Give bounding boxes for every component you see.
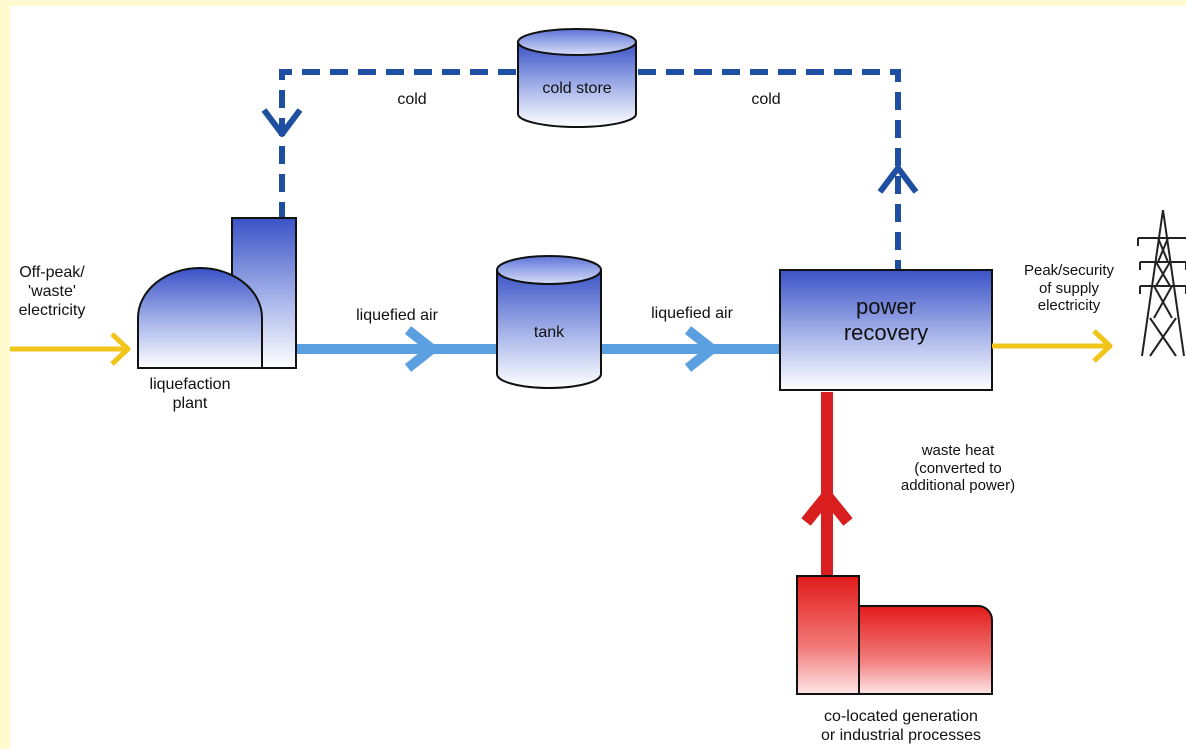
liquefaction-plant bbox=[137, 217, 297, 369]
diagram-canvas: Off-peak/ 'waste' electricity liquefacti… bbox=[10, 6, 1186, 749]
cold-store-label: cold store bbox=[542, 80, 612, 97]
output-electricity-label: Peak/security of supply electricity bbox=[1023, 262, 1115, 315]
diagram-graphics bbox=[10, 28, 1186, 695]
liquid-air-arrow-2-icon bbox=[684, 326, 717, 372]
liquid-air-arrow-1-icon bbox=[404, 326, 437, 372]
electricity-pylon-icon bbox=[1137, 209, 1186, 357]
liquefied-air-label-2: liquefied air bbox=[651, 305, 733, 322]
cold-arrow-up-icon bbox=[877, 165, 919, 194]
electricity-input-arrow-icon bbox=[110, 332, 131, 366]
colocated-label: co-located generation or industrial proc… bbox=[820, 708, 982, 744]
liquefied-air-label-1: liquefied air bbox=[356, 307, 438, 324]
cold-left-label: cold bbox=[397, 91, 427, 108]
waste-heat-label: waste heat (converted to additional powe… bbox=[900, 442, 1016, 495]
cold-arrow-down-icon bbox=[261, 108, 303, 137]
liquefaction-plant-label: liquefaction plant bbox=[149, 376, 231, 412]
cold-store-cylinder bbox=[517, 28, 637, 128]
electricity-output-arrow-icon bbox=[1092, 329, 1113, 363]
waste-heat-arrow-icon bbox=[801, 490, 853, 526]
cold-right-label: cold bbox=[751, 91, 781, 108]
colocated-plant bbox=[796, 575, 993, 695]
input-electricity-label: Off-peak/ 'waste' electricity bbox=[18, 264, 86, 319]
tank-label: tank bbox=[533, 324, 565, 341]
tank-cylinder bbox=[496, 255, 602, 389]
power-recovery-box bbox=[779, 269, 993, 391]
power-recovery-label: power recovery bbox=[843, 294, 929, 346]
